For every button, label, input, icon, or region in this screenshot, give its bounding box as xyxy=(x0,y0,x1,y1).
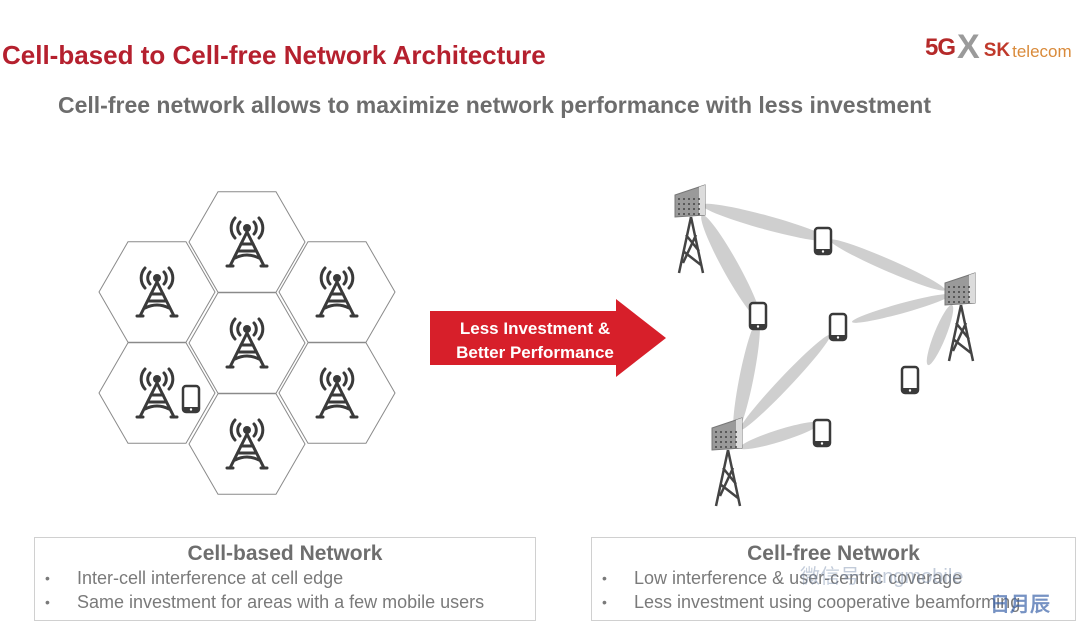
slide-title: Cell-based to Cell-free Network Architec… xyxy=(2,40,546,70)
box-heading: Cell-free Network xyxy=(747,542,920,565)
cell-tower-icon xyxy=(315,367,359,419)
cell-tower-icon xyxy=(225,216,269,268)
cell-tower-icon xyxy=(315,266,359,318)
hex-cell xyxy=(278,342,396,444)
hex-cell xyxy=(278,241,396,343)
transition-arrow: Less Investment & Better Performance xyxy=(430,299,668,377)
bullet-item: Less investment using cooperative beamfo… xyxy=(602,590,1075,614)
arrow-line-1: Less Investment & xyxy=(459,319,611,338)
cell-free-summary-box: Cell-free Network Low interference & use… xyxy=(591,537,1076,621)
smartphone-icon xyxy=(748,301,768,331)
cell-tower-icon xyxy=(135,266,179,318)
cell-based-summary-box: Cell-based Network Inter-cell interferen… xyxy=(34,537,536,621)
smartphone-icon xyxy=(181,384,201,414)
bullet-item: Same investment for areas with a few mob… xyxy=(45,590,535,614)
hex-cell xyxy=(188,393,306,495)
beam xyxy=(851,294,951,323)
antenna-array-tower-icon xyxy=(944,272,976,362)
smartphone-icon xyxy=(813,226,833,256)
antenna-array-tower-icon xyxy=(674,184,706,274)
cell-based-diagram xyxy=(98,191,396,495)
bullet-item: Low interference & user-centric coverage xyxy=(602,566,1075,590)
slide-subtitle: Cell-free network allows to maximize net… xyxy=(58,92,931,118)
smartphone-icon xyxy=(828,312,848,342)
smartphone-icon xyxy=(900,365,920,395)
bullet-item: Inter-cell interference at cell edge xyxy=(45,566,535,590)
cell-tower-icon xyxy=(225,418,269,470)
cell-tower-icon xyxy=(225,317,269,369)
logo-telecom: telecom xyxy=(1012,42,1072,61)
beam xyxy=(739,334,831,431)
sk-telecom-logo: 5G X SK telecom xyxy=(925,22,1072,66)
logo-5g: 5G xyxy=(925,34,956,61)
box-heading: Cell-based Network xyxy=(187,542,383,565)
arrow-label: Less Investment & Better Performance xyxy=(430,317,640,365)
arrow-line-2: Better Performance xyxy=(456,343,614,362)
watermark-wechat: 微信号: angmobile xyxy=(800,566,964,588)
watermark-brand: 日月辰 xyxy=(990,594,1050,616)
beam xyxy=(829,239,946,291)
logo-x: X xyxy=(957,28,980,66)
hex-cell xyxy=(98,342,216,444)
logo-sk: SK xyxy=(983,40,1011,61)
hex-cell xyxy=(98,241,216,343)
antenna-array-tower-icon xyxy=(711,417,743,507)
cell-tower-icon xyxy=(135,367,179,419)
beam xyxy=(701,214,761,321)
arrow-shape xyxy=(430,299,666,377)
cell-free-diagram xyxy=(674,184,976,507)
hex-cell xyxy=(188,292,306,394)
beam xyxy=(926,304,954,366)
hex-cell xyxy=(188,191,306,293)
beam xyxy=(701,203,831,242)
beam xyxy=(739,421,821,450)
smartphone-icon xyxy=(812,418,832,448)
beam xyxy=(733,319,760,436)
